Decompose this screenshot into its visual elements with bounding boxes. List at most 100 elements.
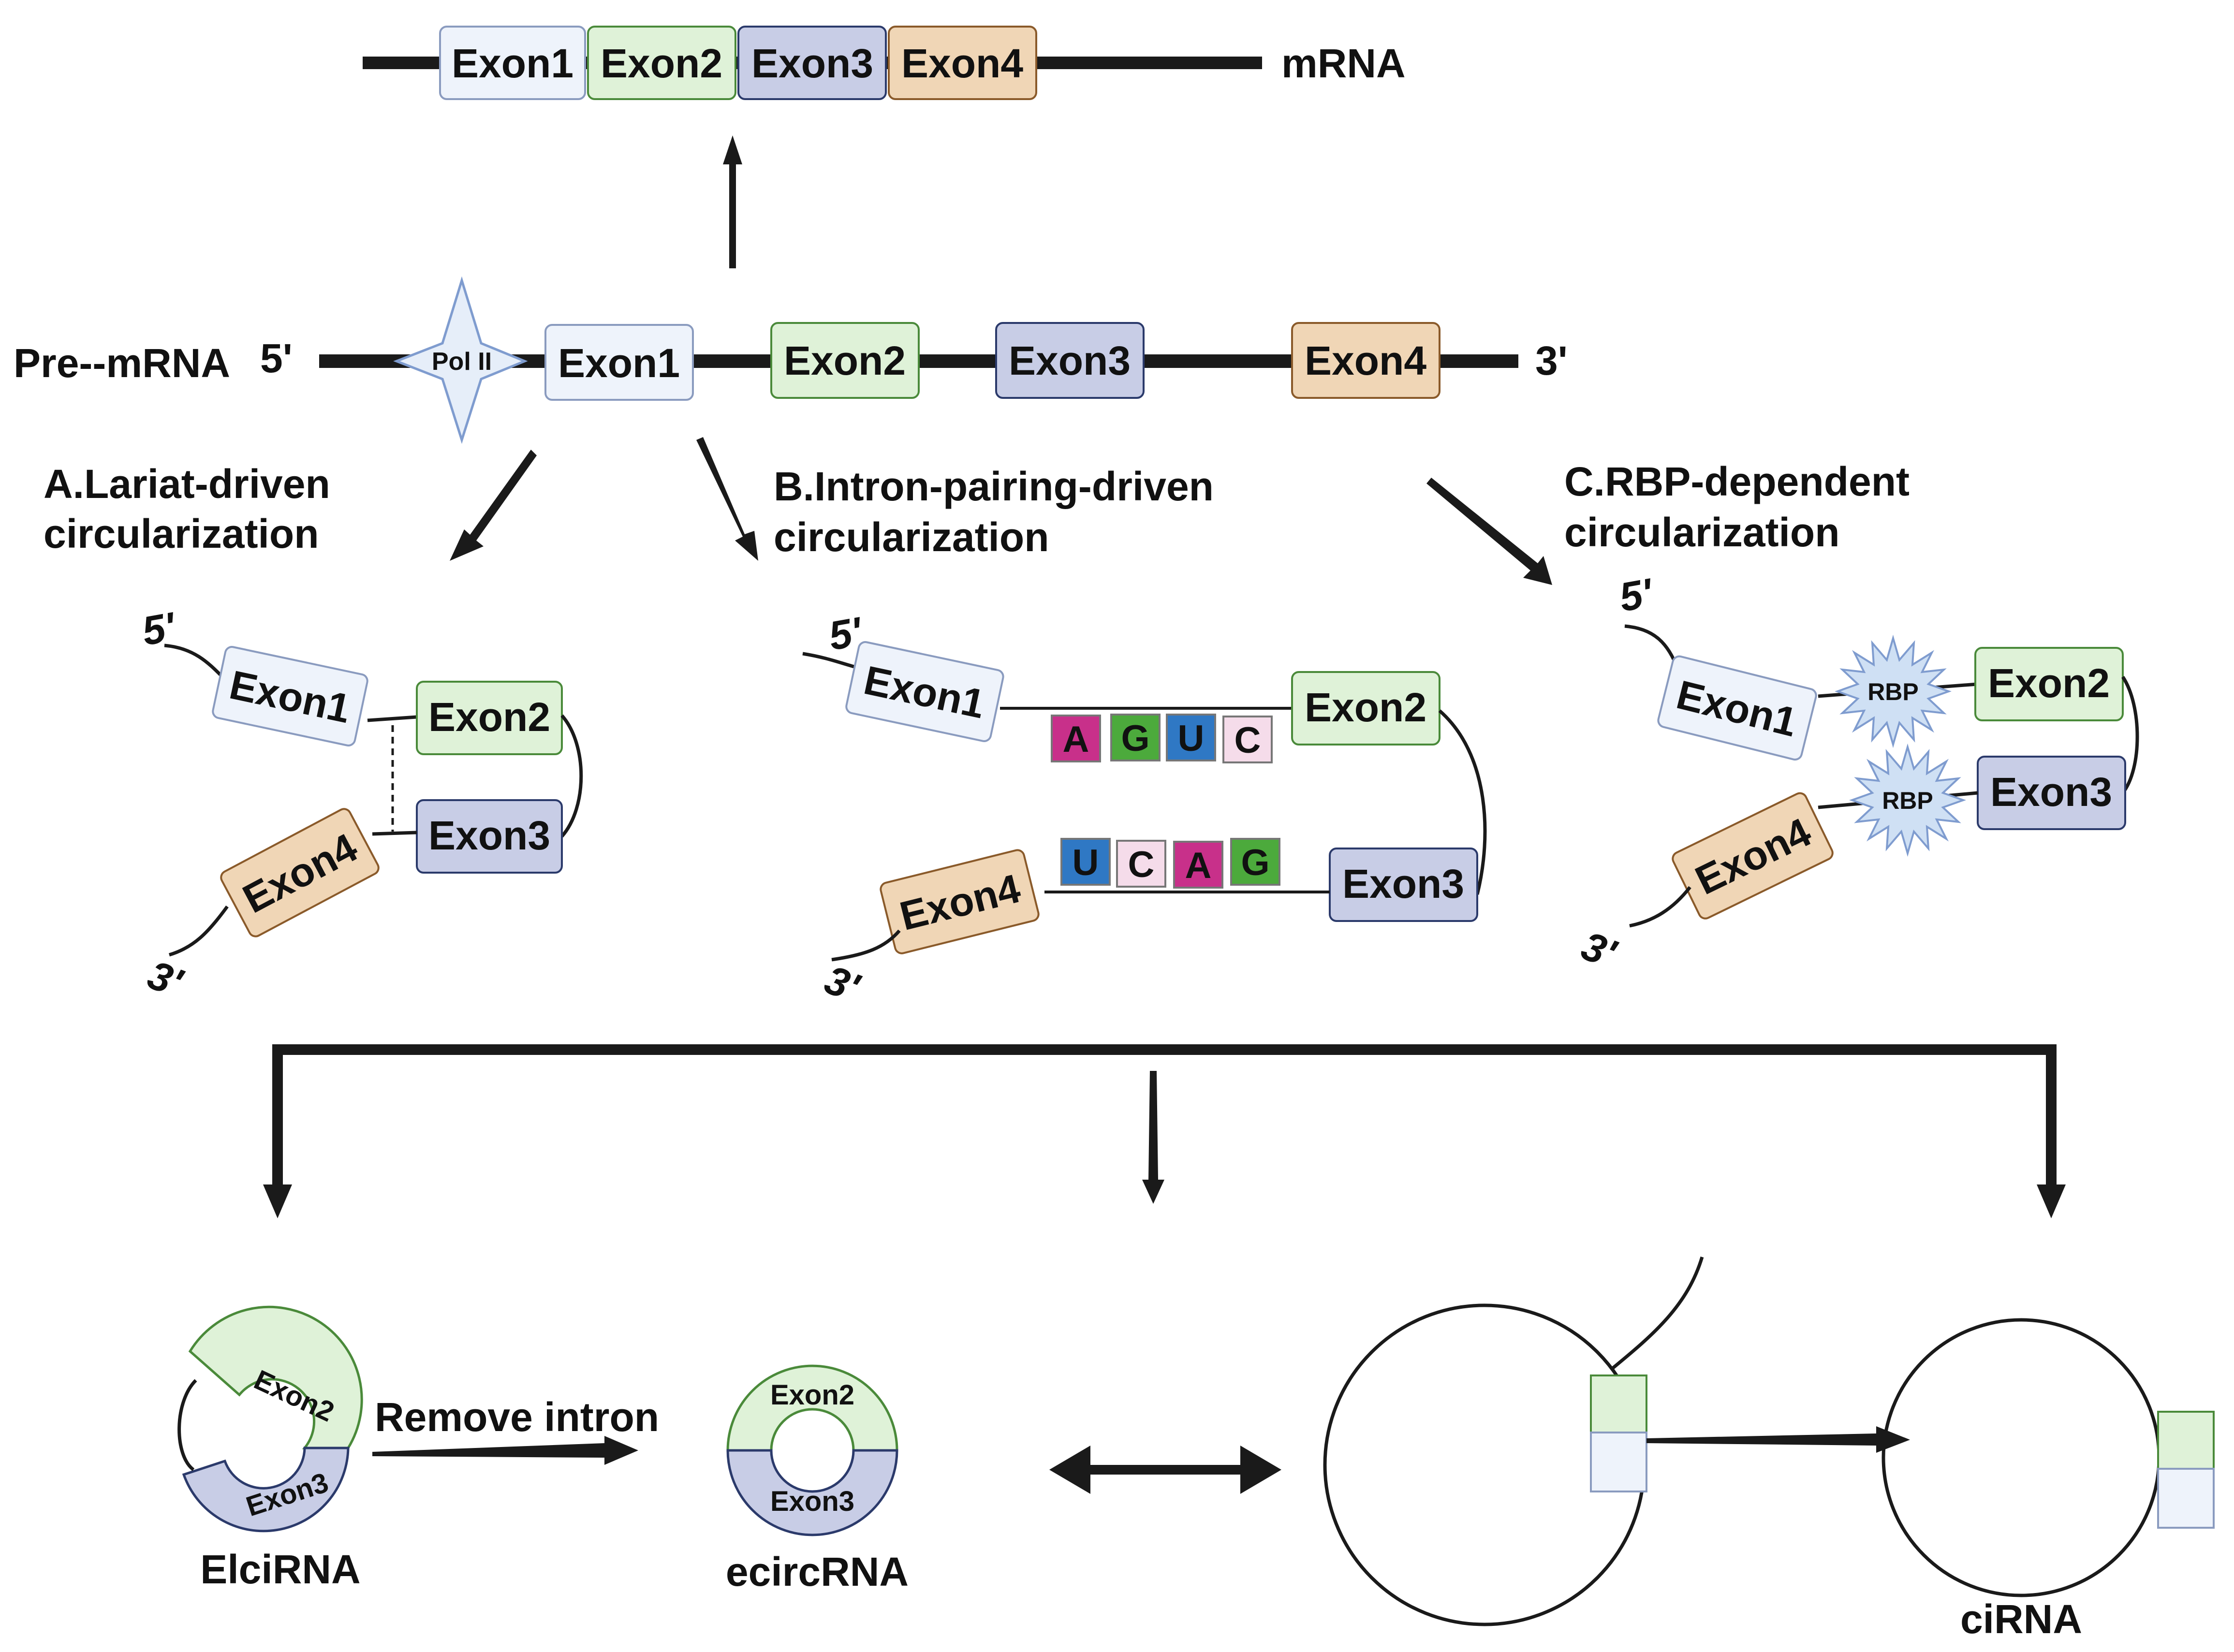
svg-text:C: C <box>1235 720 1261 761</box>
ecircrna: Exon2 Exon3 ecircRNA <box>726 1364 909 1594</box>
premrna-exon3-label: Exon3 <box>1009 338 1131 383</box>
bracket-arrow-middle <box>1142 1071 1164 1204</box>
outcome-bracket <box>263 1044 2066 1218</box>
ecircrna-exon2-half <box>726 1364 898 1452</box>
mrna-exon3: Exon3 <box>737 26 887 100</box>
rbp-icon-bottom: RBP <box>1849 743 1966 857</box>
intron-lariat-green-block <box>1590 1374 1647 1433</box>
panel-b-five-prime-tail <box>802 652 856 669</box>
arrow-to-panel-c <box>1426 478 1552 585</box>
premrna-exon2: Exon2 <box>770 322 920 399</box>
panel-c: C.RBP-dependent circularization 5' Exon1… <box>1564 459 2139 977</box>
splicing-arrow-up <box>723 135 742 268</box>
panel-a-title-line1: A.Lariat-driven <box>44 461 330 507</box>
elcirna: Exon2 Exon3 ElciRNA <box>177 1305 363 1592</box>
panel-a-title-line2: circularization <box>44 511 319 556</box>
premrna-exon4: Exon4 <box>1291 322 1440 399</box>
panel-c-intron-2-3 <box>2121 676 2139 794</box>
mrna-exon2: Exon2 <box>587 26 736 100</box>
premrna-five-prime: 5' <box>260 336 293 381</box>
panel-a-exon1: Exon1 <box>212 646 368 746</box>
panel-a-intron-4-3 <box>372 831 417 836</box>
premrna-three-prime: 3' <box>1535 338 1568 383</box>
panel-c-exon1: Exon1 <box>1657 655 1817 761</box>
premrna-exon1-label: Exon1 <box>558 340 680 386</box>
panel-b-exon4: Exon4 <box>880 849 1040 954</box>
bracket-arrow-left <box>263 1184 292 1218</box>
panel-a-exon3: Exon3 <box>416 799 563 874</box>
panel-c-five-prime: 5' <box>1616 570 1657 620</box>
panel-a: A.Lariat-driven circularization 5' Exon1… <box>44 461 583 1006</box>
rbp-icon-top: RBP <box>1835 634 1952 748</box>
ecircrna-label: ecircRNA <box>726 1549 909 1594</box>
nucleotide-bottom-1: U <box>1060 838 1111 886</box>
panel-c-exon3: Exon3 <box>1977 756 2126 830</box>
mrna-exon4: Exon4 <box>888 26 1037 100</box>
panel-c-exon2-label: Exon2 <box>1988 660 2110 706</box>
nucleotide-top-1: A <box>1051 715 1101 762</box>
mrna-exon4-label: Exon4 <box>901 41 1023 86</box>
svg-text:A: A <box>1185 845 1212 886</box>
panel-a-five-prime-tail <box>164 643 224 678</box>
panel-b-title-line1: B.Intron-pairing-driven <box>774 464 1214 509</box>
cirna-circle <box>1881 1318 2161 1597</box>
premrna-exon4-label: Exon4 <box>1305 338 1426 383</box>
panel-b-intron-2-3 <box>1438 709 1487 895</box>
panel-c-five-prime-tail <box>1624 624 1680 671</box>
svg-text:G: G <box>1121 718 1149 759</box>
panel-a-three-prime: 3' <box>142 952 190 1006</box>
mrna-exon1: Exon1 <box>439 26 586 100</box>
mrna-strand: Exon1 Exon2 Exon3 Exon4 mRNA <box>363 26 1406 100</box>
elcirna-exon3-arc <box>182 1447 350 1533</box>
elcirna-intron-loop <box>177 1379 197 1471</box>
mrna-label: mRNA <box>1281 41 1406 86</box>
svg-text:A: A <box>1063 719 1089 760</box>
nucleotide-bottom-3: A <box>1173 841 1223 889</box>
cirna-blue-block <box>2157 1468 2215 1529</box>
arrow-to-panel-b <box>696 437 758 561</box>
mrna-exon3-label: Exon3 <box>751 41 873 86</box>
elcirna-exon2-arc <box>188 1305 363 1449</box>
panel-a-intron-2-3 <box>560 714 583 838</box>
panel-b-bottom-nucleotides: U C A G <box>1060 838 1280 889</box>
pol-ii-label: Pol II <box>432 348 492 376</box>
svg-text:C: C <box>1128 844 1155 885</box>
elcirna-label: ElciRNA <box>200 1547 360 1592</box>
panel-b-exon3: Exon3 <box>1329 848 1478 922</box>
cirna-label: ciRNA <box>1960 1596 2082 1642</box>
premrna-exon3: Exon3 <box>995 322 1145 399</box>
panel-b-exon1: Exon1 <box>845 641 1004 742</box>
panel-c-three-prime-tail <box>1629 886 1691 928</box>
intron-lariat <box>1323 1256 1704 1626</box>
panel-c-exon2: Exon2 <box>1974 647 2124 721</box>
pol-ii-icon: Pol II <box>393 276 528 444</box>
premrna-strand: Pre--mRNA 5' Pol II Exon1 Exon2 Exon3 Ex… <box>14 276 1568 444</box>
panel-a-exon4: Exon4 <box>220 808 380 937</box>
panel-b: B.Intron-pairing-driven circularization … <box>774 464 1487 1011</box>
panel-c-title-line2: circularization <box>1564 510 1840 555</box>
intron-lariat-tail <box>1611 1256 1704 1370</box>
panel-a-exon2: Exon2 <box>416 681 563 755</box>
rbp-top-label: RBP <box>1867 678 1919 705</box>
panel-c-exon3-label: Exon3 <box>1990 769 2112 815</box>
ecircrna-exon3-label: Exon3 <box>770 1486 854 1517</box>
remove-intron-arrow <box>372 1436 638 1465</box>
premrna-exon2-label: Exon2 <box>784 338 906 383</box>
mrna-exon2-label: Exon2 <box>601 41 722 86</box>
panel-b-exon2-label: Exon2 <box>1305 685 1426 730</box>
panel-a-exon3-label: Exon3 <box>428 813 550 858</box>
panel-a-intron-1-2 <box>367 715 417 722</box>
ecircrna-exon2-label: Exon2 <box>770 1379 854 1411</box>
intron-lariat-blue-block <box>1590 1432 1647 1492</box>
rbp-bottom-label: RBP <box>1882 787 1933 814</box>
nucleotide-bottom-4: G <box>1230 838 1280 886</box>
double-arrow <box>1049 1446 1281 1494</box>
svg-text:U: U <box>1073 842 1099 883</box>
panel-b-top-nucleotides: A G U C <box>1051 714 1273 763</box>
ecircrna-exon3-half <box>726 1449 898 1536</box>
nucleotide-top-2: G <box>1110 714 1161 761</box>
panel-b-title-line2: circularization <box>774 514 1049 560</box>
panel-c-title-line1: C.RBP-dependent <box>1564 459 1910 504</box>
panel-b-three-prime: 3' <box>819 957 867 1011</box>
panel-a-exon2-label: Exon2 <box>428 694 550 740</box>
